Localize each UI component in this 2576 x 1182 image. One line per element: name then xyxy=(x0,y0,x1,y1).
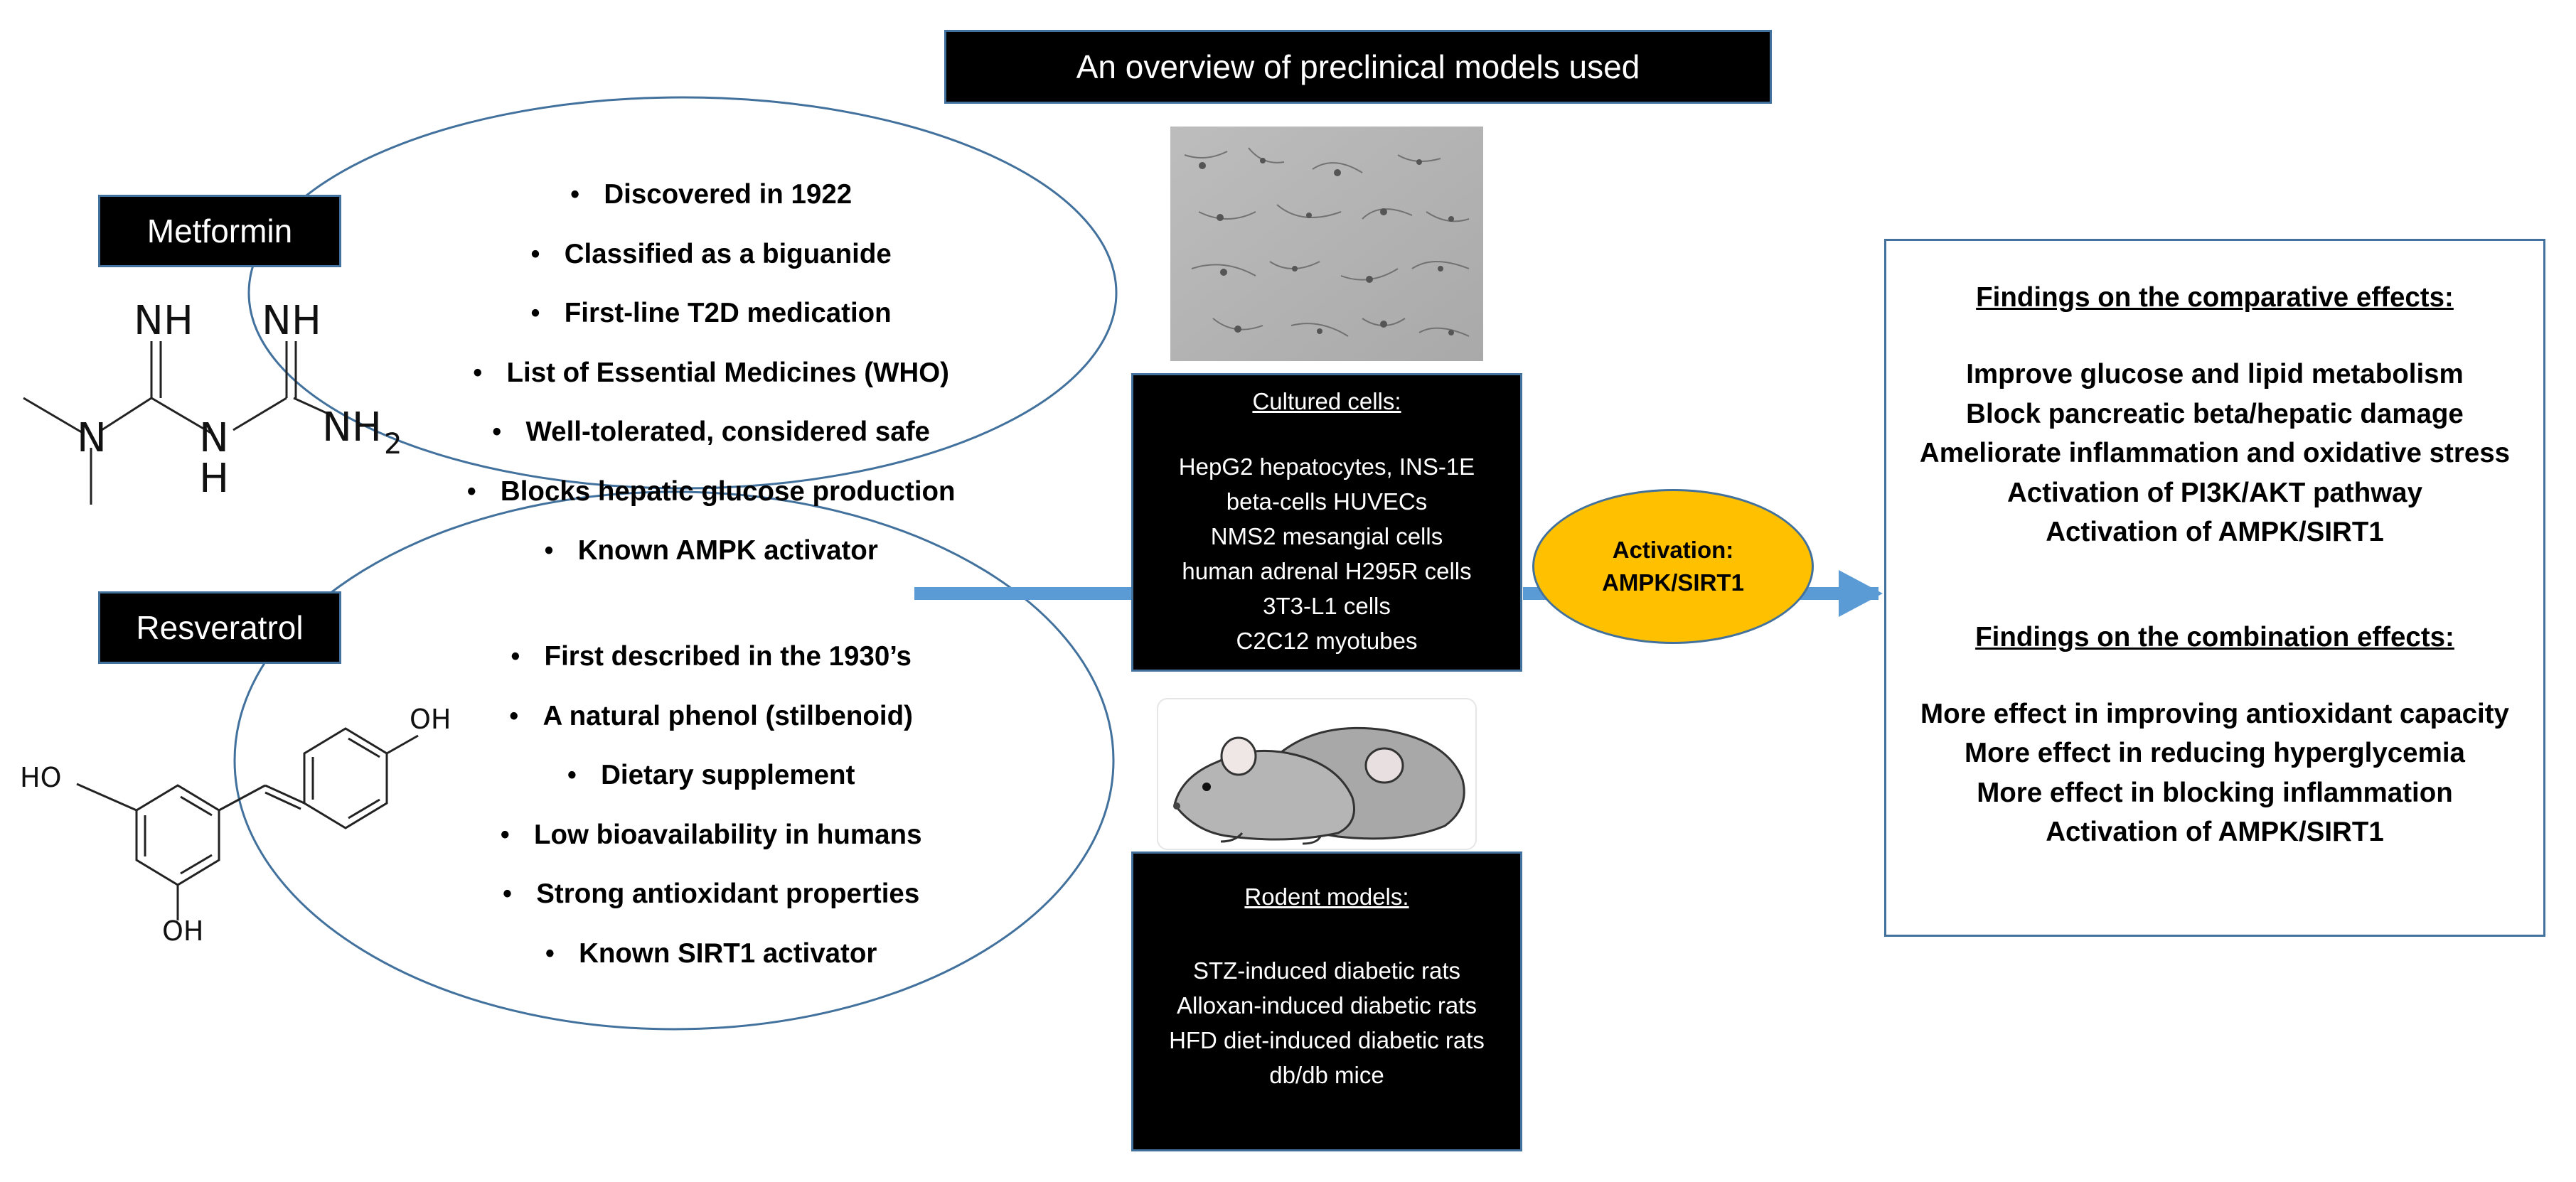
list-item: Improve glucose and lipid metabolism xyxy=(1966,359,2464,389)
list-item: Low bioavailability in humans xyxy=(398,805,1024,865)
metformin-label: Metformin xyxy=(98,195,341,267)
list-item: Block pancreatic beta/hepatic damage xyxy=(1966,398,2464,429)
arrow-head xyxy=(1839,570,1883,617)
list-item: More effect in blocking inflammation xyxy=(1977,777,2453,808)
list-item: List of Essential Medicines (WHO) xyxy=(398,343,1024,403)
metformin-n-left: N xyxy=(77,415,107,461)
list-item: Ameliorate inflammation and oxidative st… xyxy=(1919,438,2511,468)
list-item: Dietary supplement xyxy=(398,746,1024,805)
list-item: HepG2 hepatocytes, INS-1E xyxy=(1178,453,1475,480)
list-item: First described in the 1930’s xyxy=(398,627,1024,687)
rodent-models-heading: Rodent models: xyxy=(1244,883,1409,910)
combination-heading: Findings on the combination effects: xyxy=(1975,621,2454,652)
list-item: STZ-induced diabetic rats xyxy=(1192,957,1460,984)
cultured-cells-box: Cultured cells: HepG2 hepatocytes, INS-1… xyxy=(1131,373,1522,672)
list-item: human adrenal H295R cells xyxy=(1182,558,1472,584)
list-item: First-line T2D medication xyxy=(398,284,1024,343)
comparative-heading: Findings on the comparative effects: xyxy=(1976,282,2454,313)
list-item: Discovered in 1922 xyxy=(398,165,1024,225)
metformin-bullet-list: Discovered in 1922 Classified as a bigua… xyxy=(398,165,1024,581)
list-item: db/db mice xyxy=(1269,1062,1384,1088)
list-item: NMS2 mesangial cells xyxy=(1210,523,1443,549)
list-item: Blocks hepatic glucose production xyxy=(398,462,1024,522)
resveratrol-ho-left: HO xyxy=(20,762,61,793)
metformin-structure-icon: NH NH N N H NH 2 xyxy=(23,298,402,505)
metformin-h-mid: H xyxy=(199,456,229,502)
metformin-nh-right: NH xyxy=(262,298,321,344)
list-item: Activation of AMPK/SIRT1 xyxy=(2046,517,2384,547)
findings-box: Findings on the comparative effects: Imp… xyxy=(1884,239,2545,937)
resveratrol-oh-bottom: OH xyxy=(162,915,203,942)
list-item: 3T3-L1 cells xyxy=(1263,593,1391,619)
list-item: HFD diet-induced diabetic rats xyxy=(1169,1027,1485,1053)
activation-line-2: AMPK/SIRT1 xyxy=(1602,569,1744,596)
list-item: More effect in improving antioxidant cap… xyxy=(1920,698,2509,729)
resveratrol-label: Resveratrol xyxy=(98,591,341,664)
cells-microscopy-image xyxy=(1170,127,1483,361)
list-item: A natural phenol (stilbenoid) xyxy=(398,687,1024,746)
list-item: More effect in reducing hyperglycemia xyxy=(1965,738,2465,768)
list-item: Classified as a biguanide xyxy=(398,225,1024,284)
metformin-n-mid: N xyxy=(199,415,229,461)
list-item: Strong antioxidant properties xyxy=(398,864,1024,924)
resveratrol-bullet-list: First described in the 1930’s A natural … xyxy=(398,627,1024,983)
rodent-models-box: Rodent models: STZ-induced diabetic rats… xyxy=(1131,851,1522,1151)
activation-badge: Activation: AMPK/SIRT1 xyxy=(1532,489,1814,644)
rodents-image xyxy=(1157,698,1477,850)
cultured-cells-heading: Cultured cells: xyxy=(1252,388,1401,414)
list-item: Known SIRT1 activator xyxy=(398,924,1024,984)
arrow-shaft-left xyxy=(914,587,1132,600)
list-item: Alloxan-induced diabetic rats xyxy=(1177,992,1477,1019)
metformin-nh2: NH xyxy=(322,404,382,451)
list-item: C2C12 myotubes xyxy=(1236,628,1418,654)
resveratrol-structure-icon: OH HO OH xyxy=(20,704,451,942)
activation-line-1: Activation: xyxy=(1612,537,1734,563)
list-item: Activation of AMPK/SIRT1 xyxy=(2046,817,2384,847)
page-title: An overview of preclinical models used xyxy=(944,30,1772,104)
list-item: Known AMPK activator xyxy=(398,521,1024,581)
list-item: beta-cells HUVECs xyxy=(1226,488,1428,515)
list-item: Activation of PI3K/AKT pathway xyxy=(2007,477,2422,508)
list-item: Well-tolerated, considered safe xyxy=(398,402,1024,462)
metformin-nh-left: NH xyxy=(134,298,193,344)
